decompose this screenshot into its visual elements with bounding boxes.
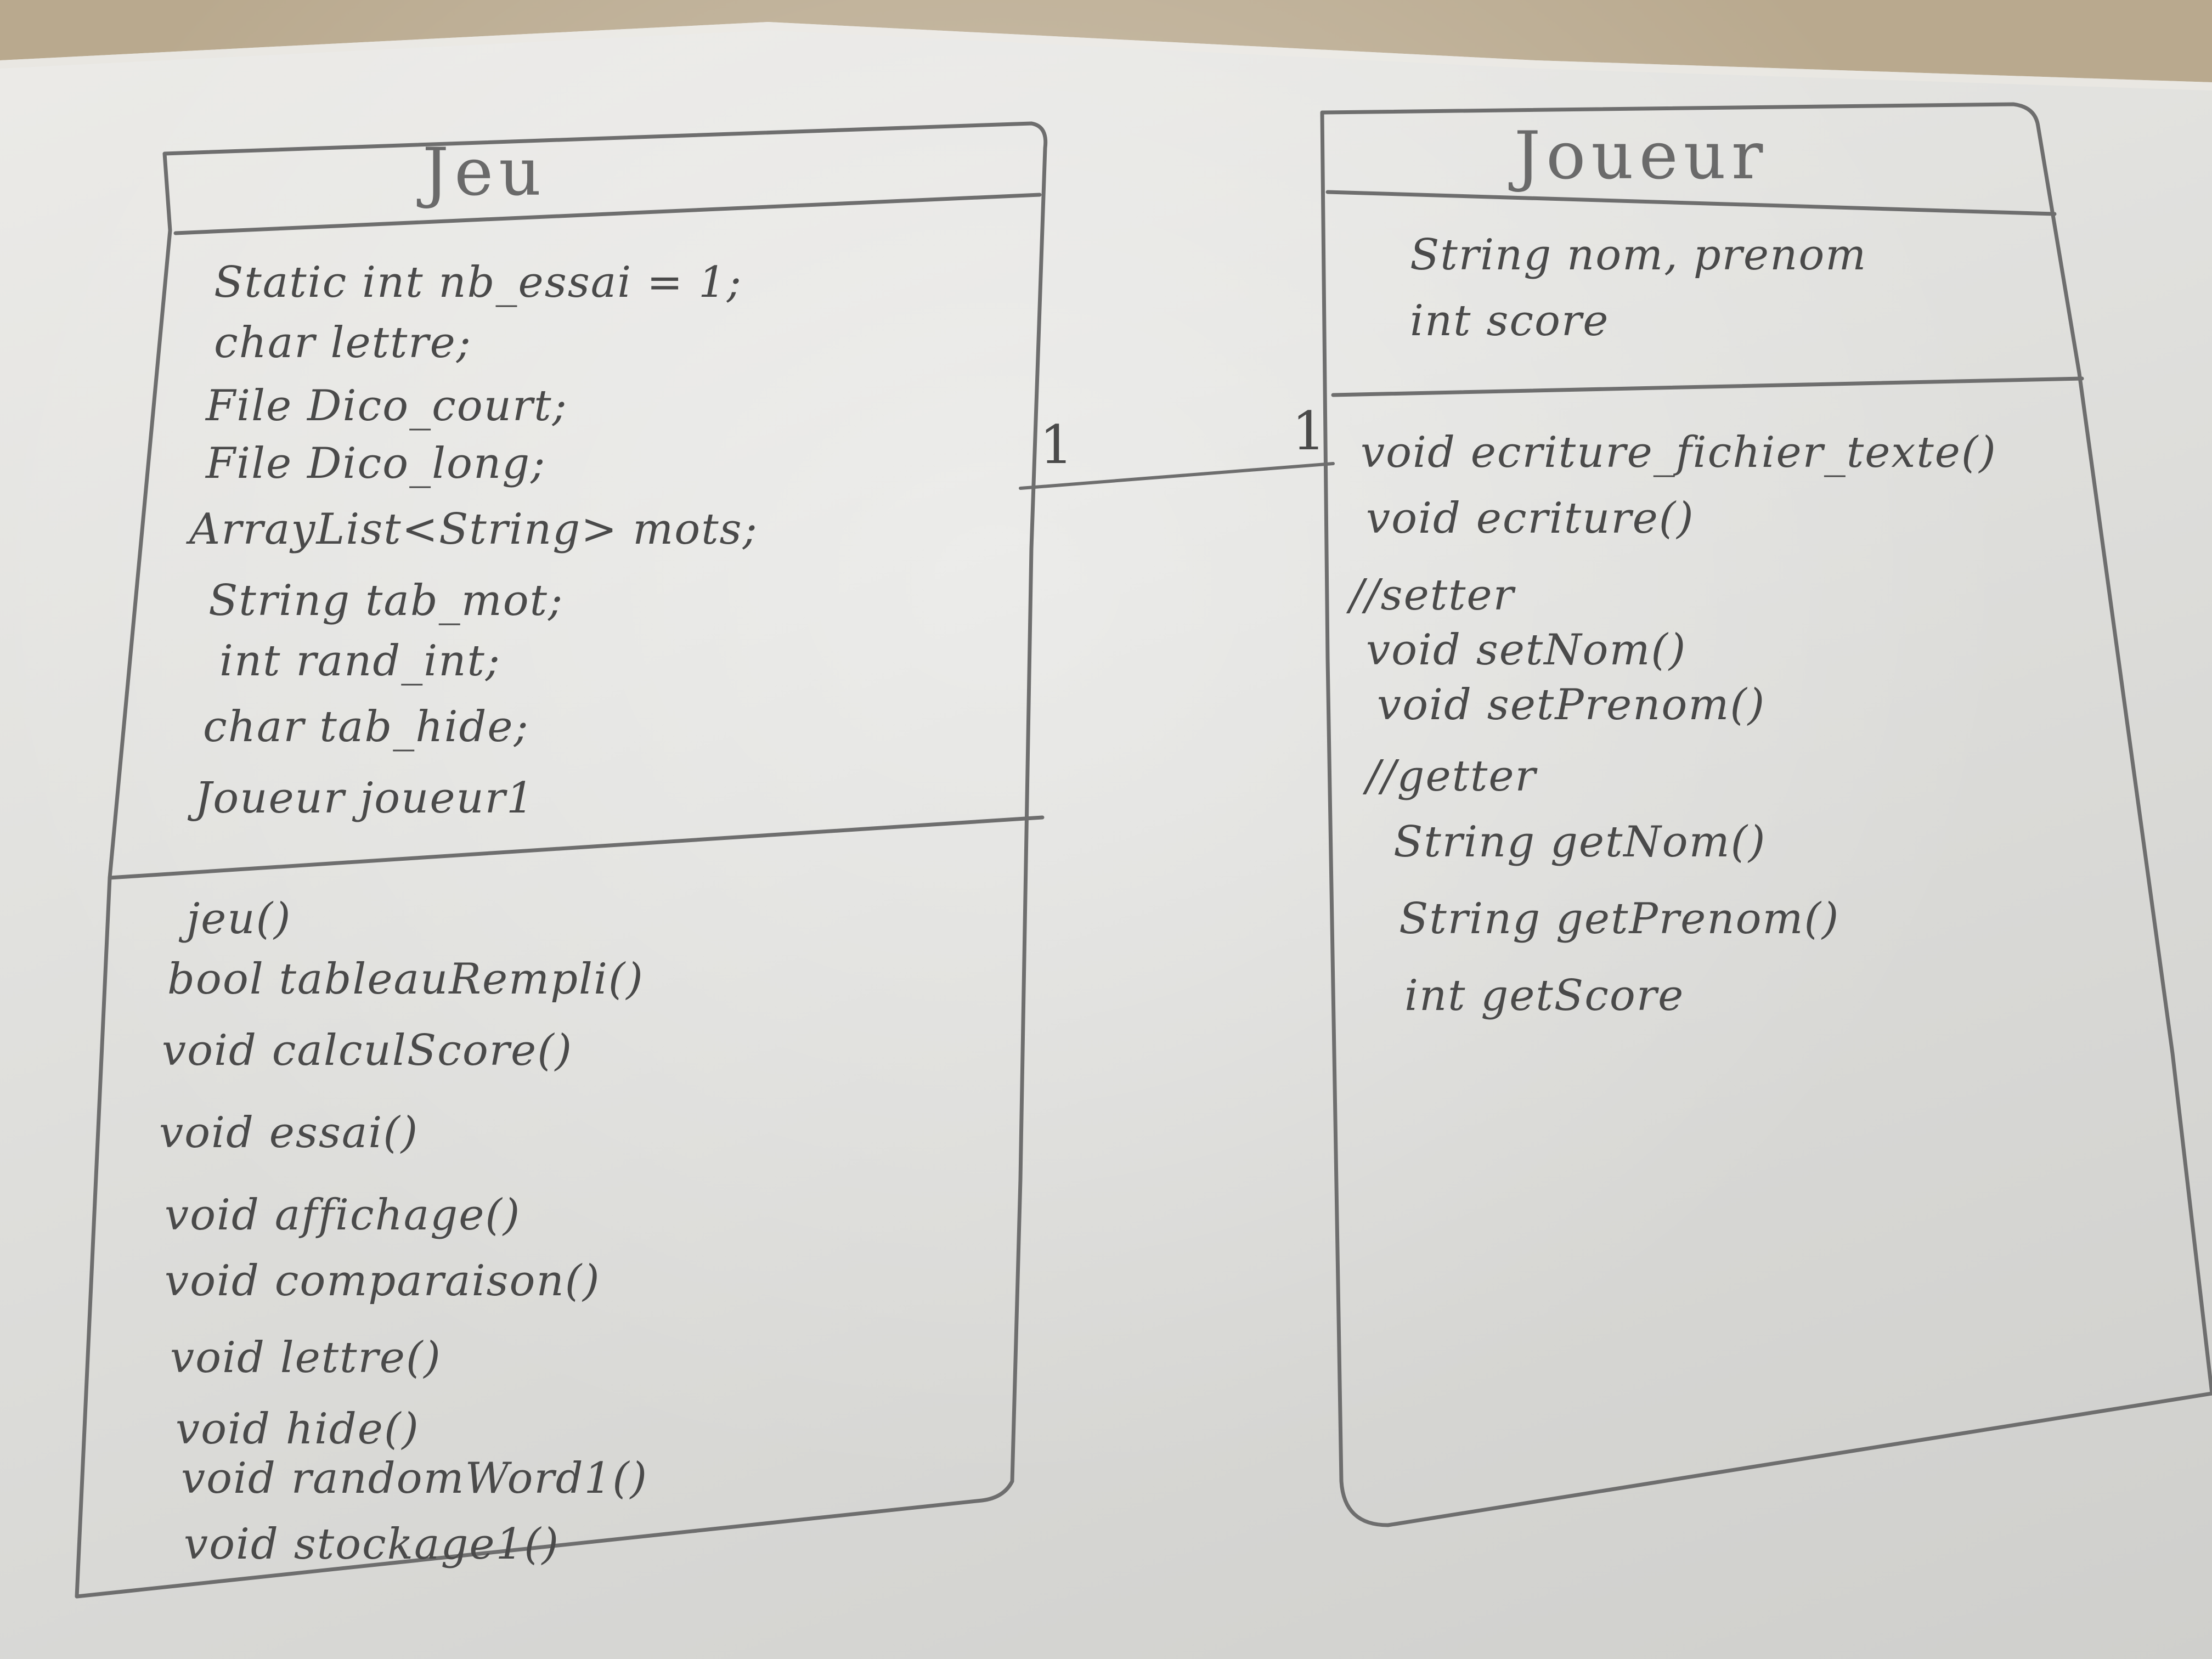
jeu-operation: void essai() (159, 1108, 419, 1158)
jeu-operation: void stockage1() (184, 1520, 560, 1569)
jeu-operation: jeu() (187, 894, 292, 944)
jeu-attribute: Joueur joueur1 (195, 774, 535, 823)
jeu-class-name: Jeu (422, 134, 547, 211)
jeu-name-divider (173, 193, 1042, 235)
table-edge (0, 0, 2212, 99)
joueur-attribute: String nom, prenom (1410, 230, 1867, 280)
joueur-class-box (1320, 102, 2212, 1527)
joueur-operation: void setPrenom() (1377, 680, 1766, 730)
joueur-name-divider (1325, 190, 2057, 216)
jeu-multiplicity: 1 (1040, 414, 1075, 476)
joueur-operation: void ecriture() (1366, 494, 1695, 543)
association-line (1019, 462, 1335, 490)
jeu-class-box (75, 121, 1048, 1599)
jeu-attribute: char lettre; (214, 318, 472, 368)
joueur-operation: void setNom() (1366, 625, 1687, 675)
joueur-operation: String getNom() (1393, 817, 1767, 867)
jeu-operation: void lettre() (170, 1333, 442, 1383)
joueur-comment: //getter (1366, 752, 1537, 801)
jeu-operation: void comparaison() (165, 1256, 601, 1306)
jeu-attribute: File Dico_long; (206, 439, 546, 488)
jeu-attribute: int rand_int; (219, 636, 501, 686)
jeu-attribute-divider (108, 815, 1045, 880)
jeu-attribute: ArrayList<String> mots; (189, 505, 758, 554)
joueur-attribute-divider (1331, 376, 2084, 397)
joueur-class-name: Joueur (1514, 118, 1769, 194)
joueur-operation: int getScore (1404, 971, 1685, 1020)
jeu-operation: void hide() (176, 1404, 420, 1454)
jeu-operation: bool tableauRempli() (167, 955, 644, 1004)
jeu-attribute: Static int nb_essai = 1; (214, 258, 743, 307)
joueur-attribute: int score (1410, 296, 1610, 346)
jeu-attribute: File Dico_court; (206, 381, 568, 431)
jeu-attribute: String tab_mot; (208, 576, 564, 625)
jeu-operation: void randomWord1() (181, 1454, 648, 1503)
joueur-multiplicity: 1 (1292, 400, 1327, 462)
jeu-operation: void calculScore() (162, 1026, 573, 1075)
jeu-operation: void affichage() (165, 1190, 521, 1240)
joueur-comment: //setter (1350, 571, 1515, 620)
joueur-operation: void ecriture_fichier_texte() (1361, 428, 1997, 477)
joueur-operation: String getPrenom() (1399, 894, 1840, 944)
jeu-attribute: char tab_hide; (203, 702, 529, 752)
